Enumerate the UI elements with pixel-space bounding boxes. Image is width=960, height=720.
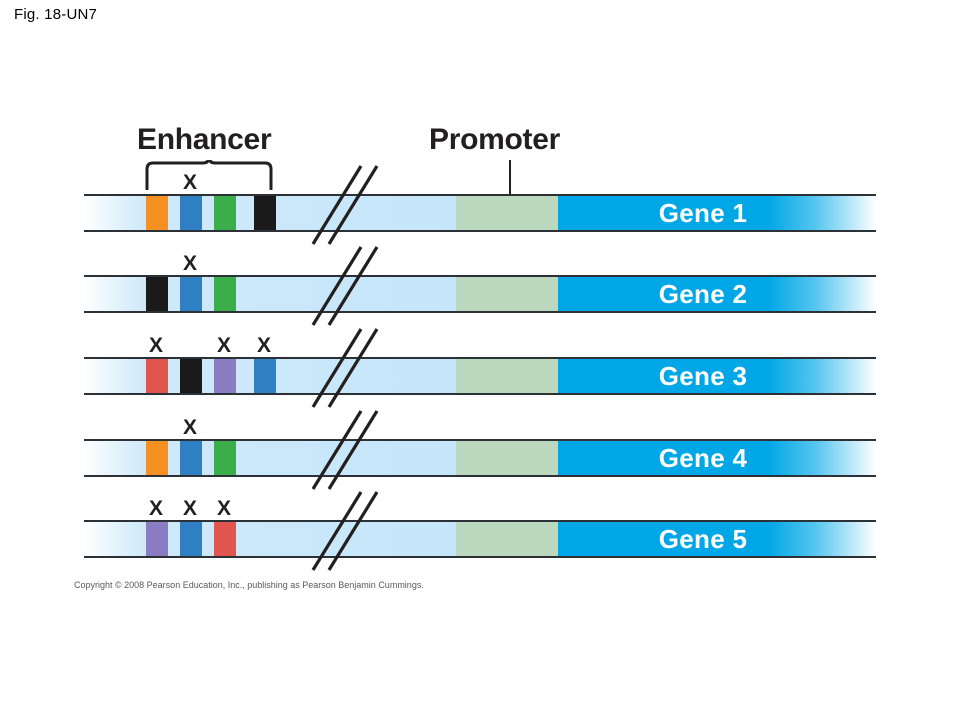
mutation-x-marker: X <box>149 334 164 357</box>
copyright-notice: Copyright © 2008 Pearson Education, Inc.… <box>74 580 424 590</box>
upstream-dna-region <box>84 441 456 475</box>
mutation-x-marker: X <box>183 497 198 520</box>
control-element-blue[interactable] <box>180 522 202 556</box>
dna-strand: Gene 3 <box>84 357 876 395</box>
promoter-region <box>456 522 558 556</box>
gene-label: Gene 1 <box>658 197 748 228</box>
upstream-dna-region <box>84 277 456 311</box>
gene-coding-region <box>558 196 876 230</box>
gene-row: Gene 2 X <box>0 253 960 313</box>
control-element-blue[interactable] <box>180 277 202 311</box>
gene-label: Gene 5 <box>658 523 748 554</box>
gene-row: Gene 1 X <box>0 172 960 232</box>
control-element-red[interactable] <box>214 522 236 556</box>
control-element-purple[interactable] <box>214 359 236 393</box>
control-element-green[interactable] <box>214 441 236 475</box>
control-element-blue[interactable] <box>180 441 202 475</box>
promoter-region <box>456 441 558 475</box>
promoter-region <box>456 359 558 393</box>
gene-coding-region <box>558 359 876 393</box>
enhancer-heading: Enhancer <box>137 123 272 156</box>
control-element-red[interactable] <box>146 359 168 393</box>
control-element-purple[interactable] <box>146 522 168 556</box>
dna-strand: Gene 4 <box>84 439 876 477</box>
mutation-x-marker: X <box>149 497 164 520</box>
promoter-heading: Promoter <box>429 123 560 156</box>
dna-strand: Gene 1 <box>84 194 876 232</box>
figure-id-label: Fig. 18-UN7 <box>14 6 98 23</box>
mutation-x-marker: X <box>257 334 272 357</box>
control-element-orange[interactable] <box>146 441 168 475</box>
promoter-region <box>456 277 558 311</box>
control-element-orange[interactable] <box>146 196 168 230</box>
gene-row: Gene 4 X <box>0 417 960 477</box>
dna-strand: Gene 5 <box>84 520 876 558</box>
promoter-region <box>456 196 558 230</box>
mutation-x-marker: X <box>183 416 198 439</box>
control-element-blue[interactable] <box>180 196 202 230</box>
gene-coding-region <box>558 441 876 475</box>
enhancer-bracket <box>145 160 273 190</box>
gene-label: Gene 4 <box>658 442 748 473</box>
control-element-black[interactable] <box>254 196 276 230</box>
control-element-blue[interactable] <box>254 359 276 393</box>
mutation-x-marker: X <box>183 171 198 194</box>
promoter-leader-line <box>509 160 511 212</box>
upstream-dna-region <box>84 522 456 556</box>
mutation-x-marker: X <box>217 334 232 357</box>
control-element-black[interactable] <box>146 277 168 311</box>
gene-coding-region <box>558 277 876 311</box>
mutation-x-marker: X <box>217 497 232 520</box>
control-element-green[interactable] <box>214 277 236 311</box>
gene-label: Gene 3 <box>658 360 748 391</box>
gene-label: Gene 2 <box>658 278 748 309</box>
control-element-green[interactable] <box>214 196 236 230</box>
dna-strand: Gene 2 <box>84 275 876 313</box>
mutation-x-marker: X <box>183 252 198 275</box>
gene-coding-region <box>558 522 876 556</box>
gene-row: Gene 3 X X X <box>0 335 960 395</box>
control-element-black[interactable] <box>180 359 202 393</box>
